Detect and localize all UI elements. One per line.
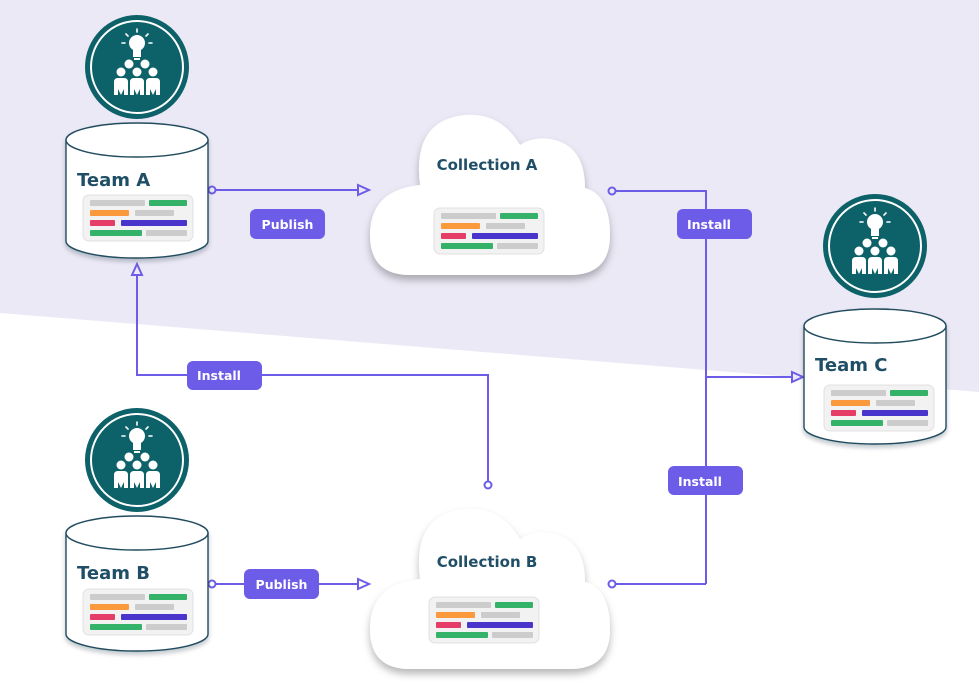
connector-collection-a-install (612, 190, 707, 584)
arrowhead (357, 577, 372, 591)
content-card-icon (428, 596, 540, 644)
install-badge-b-to-a-label: Install (197, 368, 241, 383)
team-b-node[interactable]: Team B (65, 407, 209, 652)
publish-badge-a-label: Publish (262, 217, 314, 232)
publish-badge-b-label: Publish (256, 577, 308, 592)
install-badge-b-to-c[interactable]: Install (668, 466, 743, 495)
content-card-icon (82, 194, 194, 242)
install-badge-b-to-a[interactable]: Install (187, 361, 262, 390)
content-card-icon (82, 588, 194, 636)
team-a-node[interactable]: Team A (65, 14, 209, 259)
cloud-icon (370, 508, 610, 669)
connector-origin-dot (483, 480, 493, 490)
arrowhead (357, 183, 372, 197)
team-idea-icon (84, 407, 190, 513)
team-c-label: Team C (815, 355, 887, 376)
connector-origin-dot (207, 185, 217, 195)
connectors (130, 183, 806, 591)
install-badge-a-to-c-label: Install (687, 217, 731, 232)
team-idea-icon (822, 193, 928, 299)
connector-origin-dot (207, 579, 217, 589)
arrowhead (130, 261, 144, 276)
connector-origin-dot (607, 579, 617, 589)
content-card-icon (433, 207, 545, 255)
collection-b-node[interactable]: Collection B (370, 508, 610, 669)
team-b-label: Team B (77, 563, 150, 584)
connector-origin-dot (607, 186, 617, 196)
team-c-node[interactable]: Team C (803, 193, 947, 445)
collection-a-node[interactable]: Collection A (370, 114, 610, 275)
arrowhead (791, 370, 806, 384)
publish-badge-b[interactable]: Publish (244, 569, 319, 599)
publish-badge-a[interactable]: Publish (250, 209, 325, 239)
install-badge-b-to-c-label: Install (678, 474, 722, 489)
collection-a-label: Collection A (437, 156, 538, 174)
team-idea-icon (84, 14, 190, 120)
collection-b-label: Collection B (437, 553, 538, 571)
team-a-label: Team A (77, 170, 150, 191)
connector-collection-b-install-a (136, 272, 489, 482)
content-card-icon (823, 384, 935, 432)
install-badge-a-to-c[interactable]: Install (677, 209, 752, 239)
